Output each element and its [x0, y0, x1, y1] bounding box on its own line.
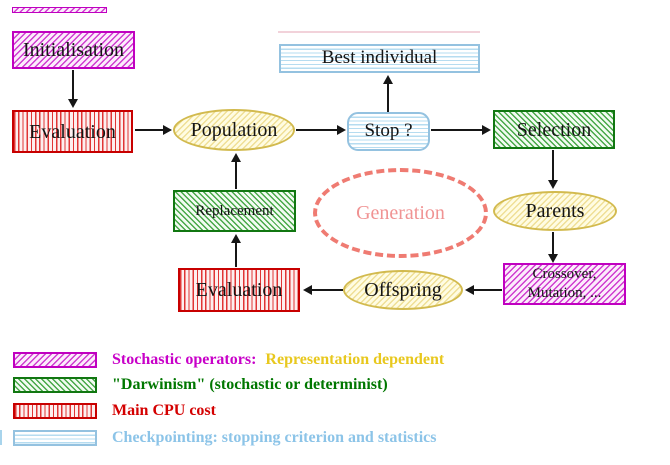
node-parents: Parents	[493, 191, 617, 231]
arrowhead-down-icon	[68, 99, 78, 108]
node-population-label: Population	[190, 119, 278, 141]
node-crossover-label: Crossover,	[532, 266, 597, 283]
arrowhead-right-icon	[482, 125, 491, 135]
legend-label-darwinism: "Darwinism" (stochastic or determinist)	[112, 375, 388, 393]
legend-label-stochastic-operators: Stochastic operators:	[112, 350, 257, 368]
arrowhead-up-icon	[383, 75, 393, 84]
legend-row-darwinism: "Darwinism" (stochastic or determinist)	[13, 376, 388, 393]
node-generation: Generation	[313, 168, 488, 258]
clipped-cyan-sliver	[0, 430, 2, 445]
legend-row-main-cpu-cost: Main CPU cost	[13, 402, 216, 419]
arrowhead-down-icon	[548, 254, 558, 263]
legend-label-main-cpu-cost: Main CPU cost	[112, 401, 216, 419]
legend-swatch-red-stripes	[13, 402, 97, 419]
arrow-population-to-stop	[296, 129, 338, 131]
node-crossover-mutation: Crossover, Mutation, ...	[503, 263, 626, 305]
node-offspring-label: Offspring	[364, 279, 442, 301]
legend-swatch-magenta-hatch	[13, 351, 97, 368]
legend-swatch-cyan-stripes	[13, 429, 97, 446]
node-best-individual: Best individual	[279, 44, 480, 73]
legend-swatch-green-hatch	[13, 376, 97, 393]
node-selection: Selection	[493, 110, 615, 149]
arrow-selection-to-parents	[552, 150, 554, 181]
arrowhead-up-icon	[231, 153, 241, 162]
node-initialisation-label: Initialisation	[22, 39, 125, 61]
arrow-initialisation-to-evaluation	[72, 70, 74, 100]
arrowhead-left-icon	[465, 285, 474, 295]
arrow-crossover-to-offspring	[473, 289, 502, 291]
node-selection-label: Selection	[516, 118, 592, 141]
arrowhead-up-icon	[231, 234, 241, 243]
arrow-parents-to-crossover	[552, 232, 554, 255]
arrowhead-right-icon	[337, 125, 346, 135]
arrowhead-down-icon	[548, 180, 558, 189]
arrowhead-left-icon	[303, 285, 312, 295]
arrow-evaluation-to-population	[135, 129, 164, 131]
legend-label-representation-dependent: Representation dependent	[265, 350, 445, 368]
clipped-magenta-box-sliver	[12, 7, 107, 13]
node-evaluation-top-label: Evaluation	[29, 120, 116, 143]
node-stop-label: Stop ?	[364, 120, 413, 142]
node-parents-label: Parents	[525, 200, 585, 222]
arrow-stop-to-best-individual	[387, 84, 389, 112]
arrow-offspring-to-evaluation	[311, 289, 343, 291]
arrow-stop-to-selection	[431, 129, 483, 131]
node-evaluation-bottom: Evaluation	[178, 268, 300, 312]
node-offspring: Offspring	[343, 270, 463, 310]
node-population: Population	[173, 109, 295, 151]
legend-row-stochastic-operators: Stochastic operators: Representation dep…	[13, 351, 444, 368]
clipped-pink-line-sliver	[278, 31, 480, 33]
node-evaluation-bottom-label: Evaluation	[195, 279, 283, 301]
node-stop: Stop ?	[347, 112, 430, 151]
arrow-evaluation-to-replacement	[235, 243, 237, 267]
arrow-replacement-to-population	[235, 162, 237, 189]
legend-label-checkpointing: Checkpointing: stopping criterion and st…	[112, 428, 437, 446]
node-generation-label: Generation	[356, 201, 445, 224]
legend-row-checkpointing: Checkpointing: stopping criterion and st…	[13, 429, 436, 446]
node-mutation-label: Mutation, ...	[527, 285, 602, 301]
arrowhead-right-icon	[163, 125, 172, 135]
node-replacement: Replacement	[173, 190, 296, 232]
node-best-individual-label: Best individual	[321, 47, 438, 69]
node-replacement-label: Replacement	[195, 202, 274, 219]
node-evaluation-top: Evaluation	[12, 110, 133, 153]
node-initialisation: Initialisation	[12, 31, 135, 69]
